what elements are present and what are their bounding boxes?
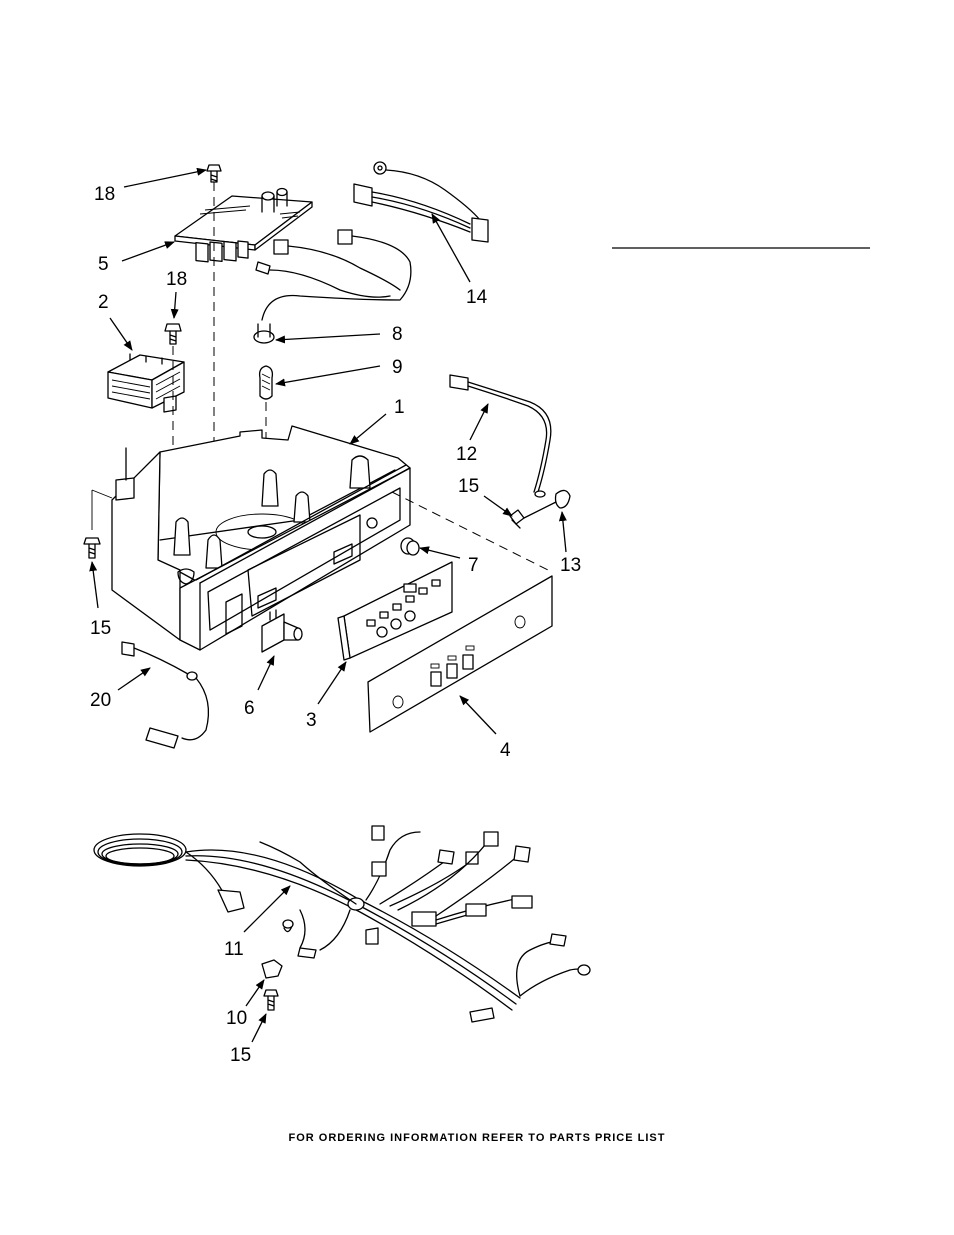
callout-18: 18 <box>94 184 115 205</box>
callout-8: 8 <box>392 324 403 345</box>
callout-1: 1 <box>394 397 405 418</box>
ground-wire-13-drawing <box>524 490 570 518</box>
screw-15-bottom <box>264 990 278 1010</box>
callout-7: 7 <box>468 555 479 576</box>
callout-10: 10 <box>226 1008 247 1029</box>
screw-18-mid <box>165 324 181 344</box>
callout-14: 14 <box>466 287 488 308</box>
callout-15: 15 <box>230 1045 251 1066</box>
sensor-20-drawing <box>122 642 208 748</box>
callout-12: 12 <box>456 444 477 465</box>
lamp-bulb-9 <box>260 366 273 399</box>
clip-10-drawing <box>262 960 282 978</box>
screw-18-top <box>207 165 221 182</box>
lamp-wire-drawing <box>254 230 411 343</box>
callout-9: 9 <box>392 357 403 378</box>
callout-3: 3 <box>306 710 317 731</box>
callout-5: 5 <box>98 254 109 275</box>
callout-20: 20 <box>90 690 111 711</box>
screw-15-left <box>84 538 100 558</box>
callout-13: 13 <box>560 555 581 576</box>
callout-15: 15 <box>458 476 479 497</box>
callout-15: 15 <box>90 618 111 639</box>
screw-15-right <box>510 510 524 528</box>
main-harness-11-drawing <box>94 826 590 1022</box>
callout-11: 11 <box>224 939 244 960</box>
grommet-7-drawing <box>401 538 419 555</box>
switch-6-drawing <box>262 610 302 652</box>
control-board-drawing <box>175 189 312 262</box>
wire-harness-14-drawing <box>354 162 488 242</box>
callout-18: 18 <box>166 269 187 290</box>
footer-note: FOR ORDERING INFORMATION REFER TO PARTS … <box>0 1132 954 1144</box>
callout-6: 6 <box>244 698 255 719</box>
callout-2: 2 <box>98 292 109 313</box>
callout-4: 4 <box>500 740 511 761</box>
